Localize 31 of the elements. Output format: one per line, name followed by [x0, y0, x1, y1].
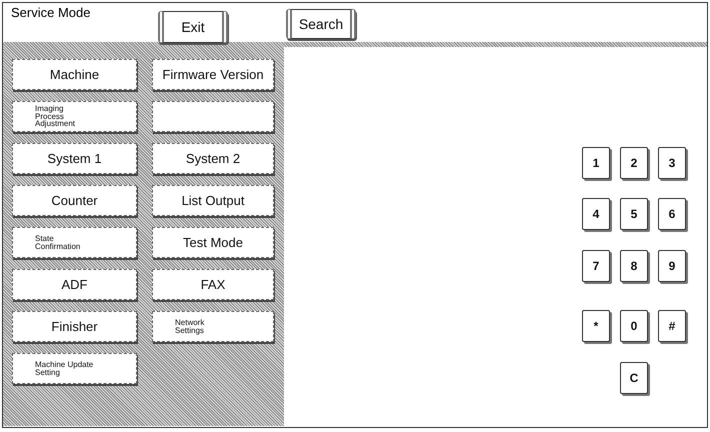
menu-button: List Output — [152, 185, 274, 216]
menu-button: Counter — [12, 185, 137, 216]
keypad-key: 0 — [620, 310, 648, 342]
keypad-key: 9 — [658, 250, 686, 282]
keypad-key: * — [582, 310, 610, 342]
menu-button: System 1 — [12, 143, 137, 174]
menu-button: FAX — [152, 269, 274, 300]
menu-button — [152, 101, 274, 132]
keypad-key: 4 — [582, 198, 610, 230]
menu-button: State Confirmation — [12, 227, 137, 258]
screen-title: Service Mode — [11, 5, 90, 20]
keypad-key: 5 — [620, 198, 648, 230]
menu-button: Finisher — [12, 311, 137, 342]
keypad-key: 3 — [658, 147, 686, 179]
keypad-key: 1 — [582, 147, 610, 179]
keypad-key: # — [658, 310, 686, 342]
keypad-key: C — [620, 362, 648, 394]
menu-button: Firmware Version — [152, 59, 274, 90]
menu-button: System 2 — [152, 143, 274, 174]
menu-button: ADF — [12, 269, 137, 300]
keypad-key: 8 — [620, 250, 648, 282]
menu-button: Network Settings — [152, 311, 274, 342]
search-button: Search — [286, 9, 356, 39]
keypad-key: 6 — [658, 198, 686, 230]
keypad-key: 2 — [620, 147, 648, 179]
exit-button: Exit — [158, 11, 228, 43]
menu-button: Machine Update Setting — [12, 353, 137, 384]
menu-button: Imaging Process Adjustment — [12, 101, 137, 132]
keypad-key: 7 — [582, 250, 610, 282]
menu-button: Machine — [12, 59, 137, 90]
menu-button: Test Mode — [152, 227, 274, 258]
